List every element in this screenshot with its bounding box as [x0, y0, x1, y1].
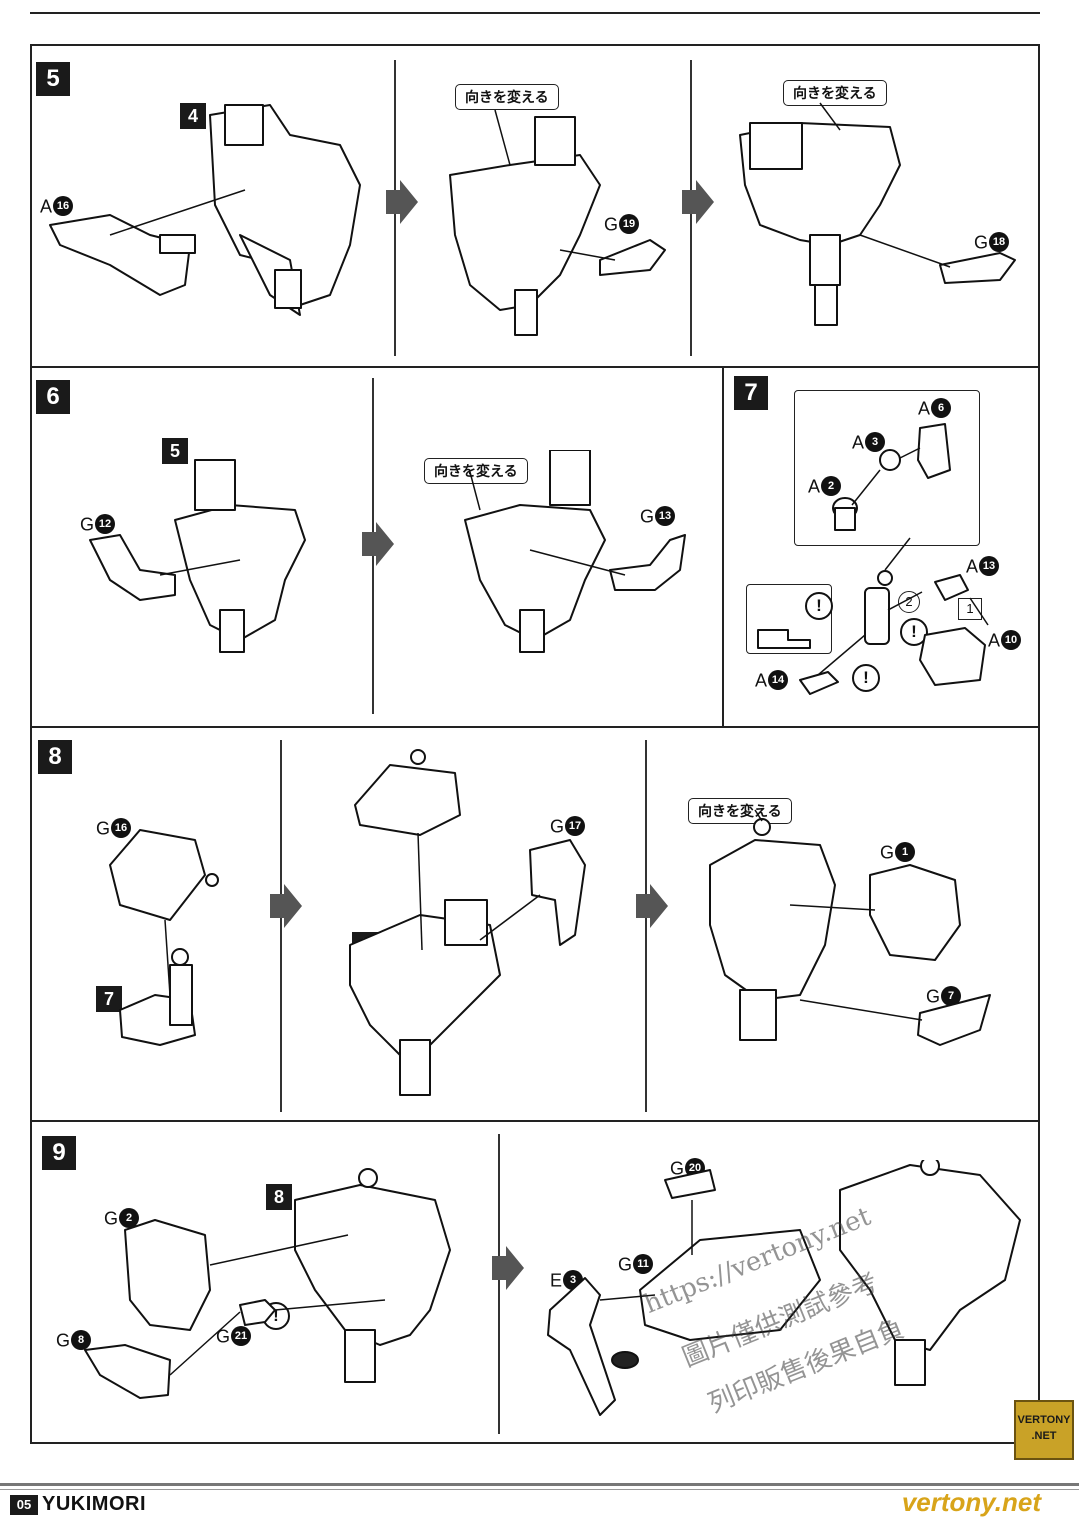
row-divider [30, 1120, 1040, 1122]
flow-arrow [636, 884, 668, 928]
sub-assembly-5: 5 [162, 438, 188, 464]
row-divider [30, 366, 1040, 368]
panel-divider [280, 740, 282, 1112]
logo-line-1: VERTONY [1017, 1414, 1071, 1426]
rotate-callout: 向きを変える [783, 80, 887, 106]
panel-divider [645, 740, 647, 1112]
step9-drawing [84, 1160, 1021, 1416]
rotate-callout: 向きを変える [455, 84, 559, 110]
flow-arrow [492, 1246, 524, 1290]
step-number-5: 5 [36, 62, 70, 96]
rotate-callout: 向きを変える [688, 798, 792, 824]
top-rule [30, 12, 1040, 14]
rotate-callout: 向きを変える [424, 458, 528, 484]
footer-rule [0, 1483, 1079, 1486]
page-number: 05 [10, 1495, 38, 1515]
step8-drawing [109, 749, 991, 1096]
flow-arrow [682, 180, 714, 224]
step-number-6: 6 [36, 380, 70, 414]
warning-icon: ! [805, 592, 833, 620]
row-divider [30, 726, 1040, 728]
footer-rule-thin [0, 1489, 1079, 1490]
flow-arrow [362, 522, 394, 566]
panel-divider [498, 1134, 500, 1434]
vertony-logo: VERTONY .NET [1014, 1400, 1074, 1460]
step-number-7: 7 [734, 376, 768, 410]
step7-divider [722, 366, 724, 728]
instruction-frame [30, 44, 1040, 1444]
step5-drawing [49, 102, 1016, 336]
flow-arrow [386, 180, 418, 224]
sub-assembly-8: 8 [266, 1184, 292, 1210]
flow-arrow [270, 884, 302, 928]
step-number-9: 9 [42, 1136, 76, 1170]
product-name: YUKIMORI [42, 1493, 146, 1515]
sub-assembly-box [794, 390, 980, 546]
logo-line-2: .NET [1031, 1430, 1057, 1442]
warning-callout-box [746, 584, 832, 654]
step7-drawing [757, 423, 989, 695]
warning-icon: ! [852, 664, 880, 692]
step-number-8: 8 [38, 740, 72, 774]
watermark-site: vertony.net [901, 1487, 1041, 1517]
step6-drawing [89, 450, 686, 653]
sub-assembly-4: 4 [180, 103, 206, 129]
sub-assembly-7: 7 [96, 986, 122, 1012]
